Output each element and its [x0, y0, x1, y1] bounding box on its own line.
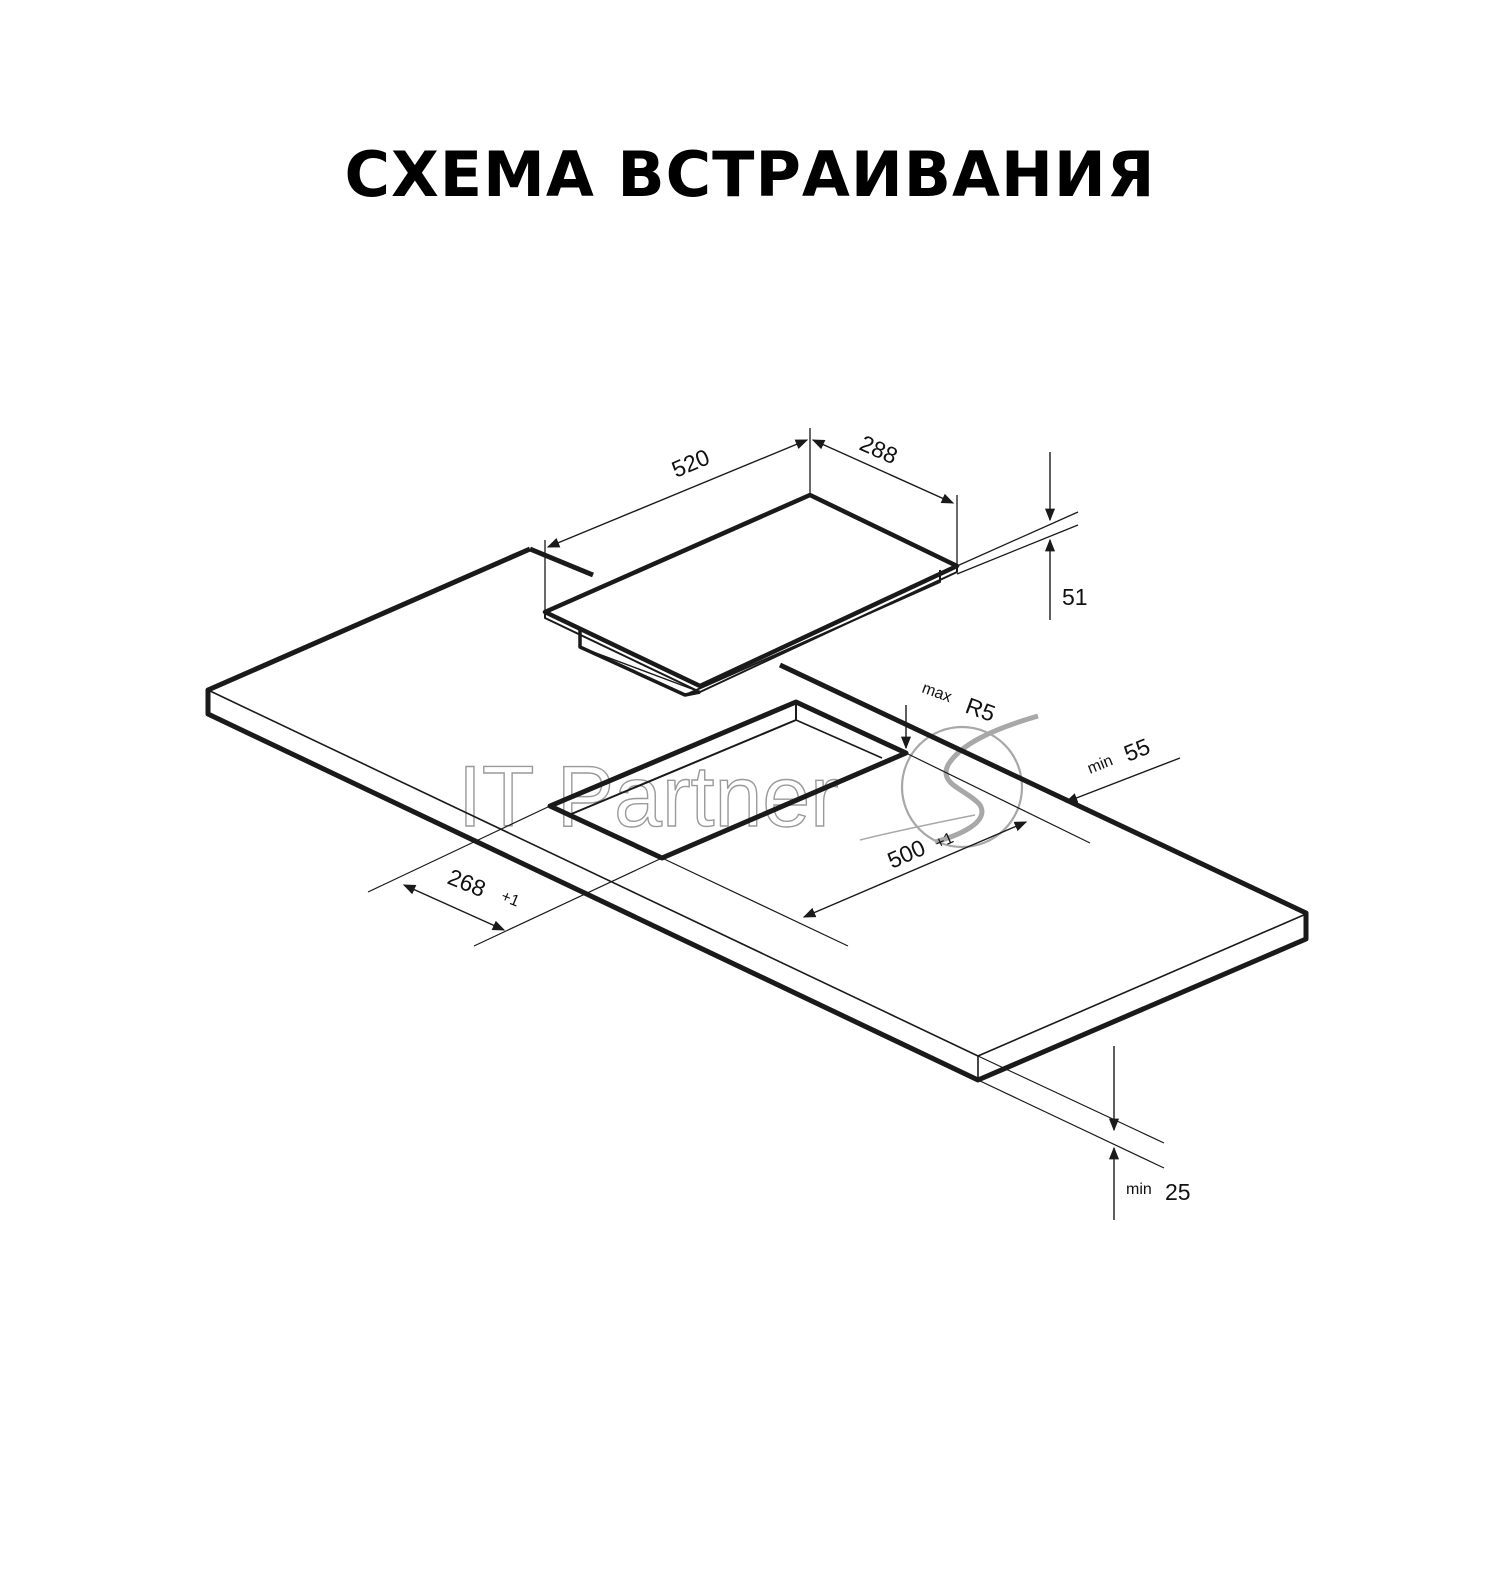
corner-radius-label: R5	[962, 692, 999, 726]
thickness-prefix: min	[1126, 1181, 1152, 1198]
dimension-cutout-depth	[367, 805, 663, 947]
edge-margin-label: 55	[1120, 733, 1153, 767]
dimension-cutout-width	[661, 821, 1028, 947]
dimension-width-520	[544, 428, 811, 612]
dimension-thickness	[977, 1046, 1165, 1220]
hob	[542, 492, 960, 697]
dimension-depth-288	[811, 439, 958, 566]
page-title: СХЕМА ВСТРАИВАНИЯ	[344, 138, 1156, 211]
cutout-width-tolerance: +1	[933, 830, 957, 853]
thickness-label: 25	[1165, 1179, 1191, 1205]
hob-height-label: 51	[1062, 584, 1088, 610]
hob-width-label: 520	[668, 444, 713, 483]
watermark-logo-icon	[859, 713, 1039, 849]
dimension-height-51	[956, 452, 1079, 620]
watermark: IT Partner	[457, 713, 1039, 849]
cutout-width-label: 500	[883, 834, 929, 873]
edge-margin-prefix: min	[1085, 752, 1115, 777]
cutout-depth-tolerance: +1	[499, 888, 522, 911]
dimension-edge-margin	[905, 752, 1181, 844]
corner-radius-prefix: max	[920, 680, 954, 706]
hob-depth-label: 288	[856, 430, 902, 469]
cutout-depth-label: 268	[444, 864, 489, 902]
